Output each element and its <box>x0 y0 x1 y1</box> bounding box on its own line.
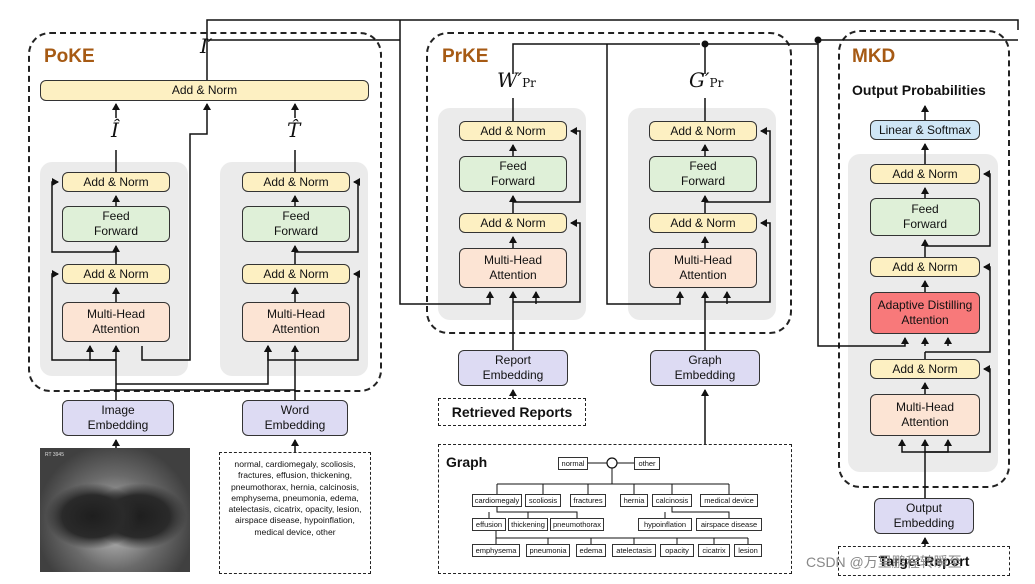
poke-word-multi-head-attention: Multi-Head Attention <box>242 302 350 342</box>
prke-graph-feed-forward: Feed Forward <box>649 156 757 192</box>
word-list-box: normal, cardiomegaly, scoliosis, fractur… <box>219 452 371 574</box>
poke-image-multi-head-attention: Multi-Head Attention <box>62 302 170 342</box>
mkd-add-norm-1: Add & Norm <box>870 359 980 379</box>
graph-node-other: other <box>634 457 660 470</box>
adaptive-distilling-attention: Adaptive Distilling Attention <box>870 292 980 334</box>
prke-report-add-norm-2: Add & Norm <box>459 121 567 141</box>
graph-node-hypoinflation: hypoinflation <box>638 518 692 531</box>
mkd-add-norm-3: Add & Norm <box>870 164 980 184</box>
graph-node-thickening: thickening <box>508 518 548 531</box>
graph-node-cicatrix: cicatrix <box>698 544 730 557</box>
prke-graph-add-norm-2: Add & Norm <box>649 121 757 141</box>
poke-image-add-norm-2: Add & Norm <box>62 172 170 192</box>
i-hat-symbol: Î <box>111 118 119 142</box>
mkd-add-norm-2: Add & Norm <box>870 257 980 277</box>
graph-node-edema: edema <box>576 544 606 557</box>
graph-node-normal: normal <box>558 457 588 470</box>
prke-report-feed-forward: Feed Forward <box>459 156 567 192</box>
mkd-title: MKD <box>852 46 896 67</box>
mkd-multi-head-attention: Multi-Head Attention <box>870 394 980 436</box>
w-pr-subscript: Pr <box>522 76 536 90</box>
graph-node-medical-device: medical device <box>700 494 758 507</box>
retrieved-reports-box: Retrieved Reports <box>438 398 586 426</box>
graph-node-scoliosis: scoliosis <box>525 494 561 507</box>
graph-node-cardiomegaly: cardiomegaly <box>472 494 522 507</box>
t-hat-symbol: T̂ <box>287 118 301 142</box>
graph-box <box>438 444 792 574</box>
graph-node-hernia: hernia <box>620 494 648 507</box>
graph-node-airspace-disease: airspace disease <box>696 518 762 531</box>
poke-top-add-norm: Add & Norm <box>40 80 369 101</box>
mkd-feed-forward: Feed Forward <box>870 198 980 236</box>
chest-xray-image: RT 3945 <box>40 448 190 572</box>
poke-image-feed-forward: Feed Forward <box>62 206 170 242</box>
graph-title: Graph <box>446 454 488 470</box>
graph-node-effusion: effusion <box>472 518 506 531</box>
g-pr-subscript: Pr <box>709 76 724 90</box>
prke-report-add-norm-1: Add & Norm <box>459 213 567 233</box>
watermark: CSDN @万里鹏程转瞬至 <box>806 554 962 570</box>
graph-node-emphysema: emphysema <box>472 544 520 557</box>
graph-node-lesion: lesion <box>734 544 762 557</box>
prke-title: PrKE <box>442 46 489 67</box>
w-pr-symbol: W′Pr <box>497 68 536 92</box>
word-embedding: Word Embedding <box>242 400 348 436</box>
poke-title: PoKE <box>44 46 95 67</box>
graph-node-calcinosis: calcinosis <box>652 494 692 507</box>
target-report-label: Target Report <box>878 553 970 569</box>
graph-node-atelectasis: atelectasis <box>612 544 656 557</box>
prke-module <box>426 32 792 334</box>
xray-tag: RT 3945 <box>45 452 64 458</box>
graph-embedding: Graph Embedding <box>650 350 760 386</box>
prke-graph-multi-head-attention: Multi-Head Attention <box>649 248 757 288</box>
graph-node-fractures: fractures <box>570 494 606 507</box>
mkd-module <box>838 30 1010 488</box>
output-probabilities-label: Output Probabilities <box>852 82 986 98</box>
target-report-box: Target Report <box>838 546 1010 576</box>
output-embedding: Output Embedding <box>874 498 974 534</box>
graph-node-pneumothorax: pneumothorax <box>550 518 604 531</box>
poke-word-feed-forward: Feed Forward <box>242 206 350 242</box>
report-embedding: Report Embedding <box>458 350 568 386</box>
w-pr-base: W′ <box>497 68 523 92</box>
linear-softmax: Linear & Softmax <box>870 120 980 140</box>
graph-node-pneumonia: pneumonia <box>526 544 570 557</box>
image-embedding: Image Embedding <box>62 400 174 436</box>
poke-word-add-norm-2: Add & Norm <box>242 172 350 192</box>
poke-word-add-norm-1: Add & Norm <box>242 264 350 284</box>
retrieved-reports-label: Retrieved Reports <box>451 404 573 420</box>
prke-graph-add-norm-1: Add & Norm <box>649 213 757 233</box>
prke-report-multi-head-attention: Multi-Head Attention <box>459 248 567 288</box>
graph-node-opacity: opacity <box>660 544 694 557</box>
poke-image-add-norm-1: Add & Norm <box>62 264 170 284</box>
poke-module <box>28 32 382 392</box>
